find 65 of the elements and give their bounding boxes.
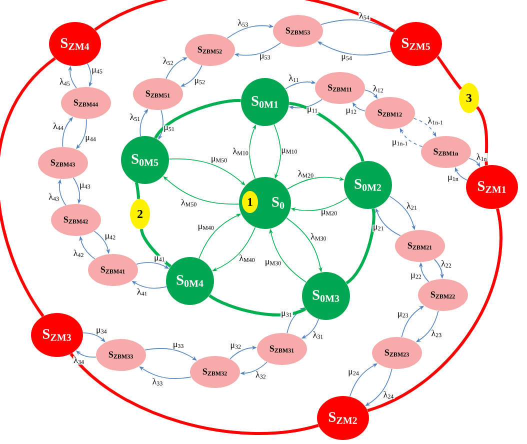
ring-line	[0, 57, 56, 318]
edge-label: μ$_{41}$	[154, 256, 166, 263]
edge-label: μ$_{21}$	[372, 224, 385, 232]
edge-label: λ$_{23}$	[430, 329, 443, 338]
edge-label: μ$_{11}$	[306, 106, 319, 114]
edge-label: μ$_{1n-1}$	[391, 140, 409, 147]
ring-line	[94, 0, 396, 33]
edge-label: λ$_{34}$	[73, 356, 85, 365]
edge-label: λ$_{32}$	[255, 370, 267, 380]
edge-label: λ$_{31}$	[312, 330, 324, 340]
ring-line	[436, 56, 462, 90]
edge-label: μ$_{52}$	[194, 78, 206, 86]
edge-label: μ$_{M40}$	[197, 224, 215, 232]
ring-line	[367, 208, 502, 412]
edge-label: λ$_{44}$	[52, 122, 64, 130]
edge-label: λ$_{1n-1}$	[427, 116, 444, 126]
ring-line	[154, 99, 241, 139]
edge-label: μ$_{32}$	[230, 343, 242, 350]
arrow	[163, 176, 240, 204]
edge-label: μ$_{33}$	[172, 342, 185, 350]
ring-line	[476, 106, 488, 166]
edge-label: μ$_{45}$	[91, 68, 104, 75]
edge-label: λ$_{41}$	[136, 288, 148, 296]
edge-label: μ$_{34}$	[96, 328, 108, 335]
edge-label: λ$_{52}$	[162, 57, 174, 66]
edge-label: μ$_{54}$	[340, 54, 353, 62]
edge-label: λ$_{43}$	[48, 192, 60, 202]
edge-label: μ$_{12}$	[345, 108, 358, 116]
edge-label: λ$_{22}$	[440, 260, 452, 268]
edge-label: μ$_{51}$	[163, 125, 176, 132]
edge-label: μ$_{23}$	[396, 312, 410, 319]
edge-label: μ$_{M20}$	[320, 210, 338, 217]
ring-line	[288, 102, 364, 162]
edge-label: λ$_{42}$	[72, 249, 85, 258]
edge-label: μ$_{1n}$	[447, 175, 460, 182]
edge-label: λ$_{M30}$	[310, 232, 328, 242]
edge-label: μ$_{43}$	[79, 183, 92, 190]
edge-label: μ$_{31}$	[280, 311, 293, 318]
edge-label: λ$_{54}$	[358, 12, 370, 20]
edge-label: μ$_{M50}$	[210, 156, 228, 164]
edge-label: λ$_{11}$	[288, 74, 300, 82]
edge-label: λ$_{21}$	[406, 202, 418, 210]
edge-label: λ$_{M40}$	[238, 254, 256, 263]
ring-line	[208, 294, 306, 316]
edge-label: λ$_{M20}$	[297, 170, 315, 178]
edge-label: λ$_{12}$	[372, 84, 384, 93]
edge-label: μ$_{M10}$	[280, 148, 298, 156]
ring-line	[134, 180, 140, 200]
edge-label: λ$_{M10}$	[232, 147, 250, 156]
edge-label: μ$_{42}$	[104, 234, 117, 241]
edge-label: μ$_{M30}$	[264, 260, 282, 267]
edge-label: μ$_{22}$	[410, 272, 422, 280]
ring-line	[70, 352, 319, 435]
edge-label: λ$_{24}$	[382, 390, 395, 399]
edge-label: μ$_{44}$	[84, 135, 97, 143]
edge-label: λ$_{53}$	[237, 18, 250, 28]
ring-line	[346, 208, 376, 284]
edge-label: λ$_{33}$	[152, 378, 164, 386]
edge-label: λ$_{M50}$	[180, 198, 198, 207]
edge-label: λ$_{1n}$	[476, 153, 488, 162]
edge-label: μ$_{24}$	[348, 370, 360, 377]
edge-label: μ$_{53}$	[258, 54, 272, 61]
edge-label: λ$_{51}$	[129, 113, 142, 122]
ring-line	[140, 228, 172, 268]
edge-label: λ$_{45}$	[59, 78, 71, 86]
